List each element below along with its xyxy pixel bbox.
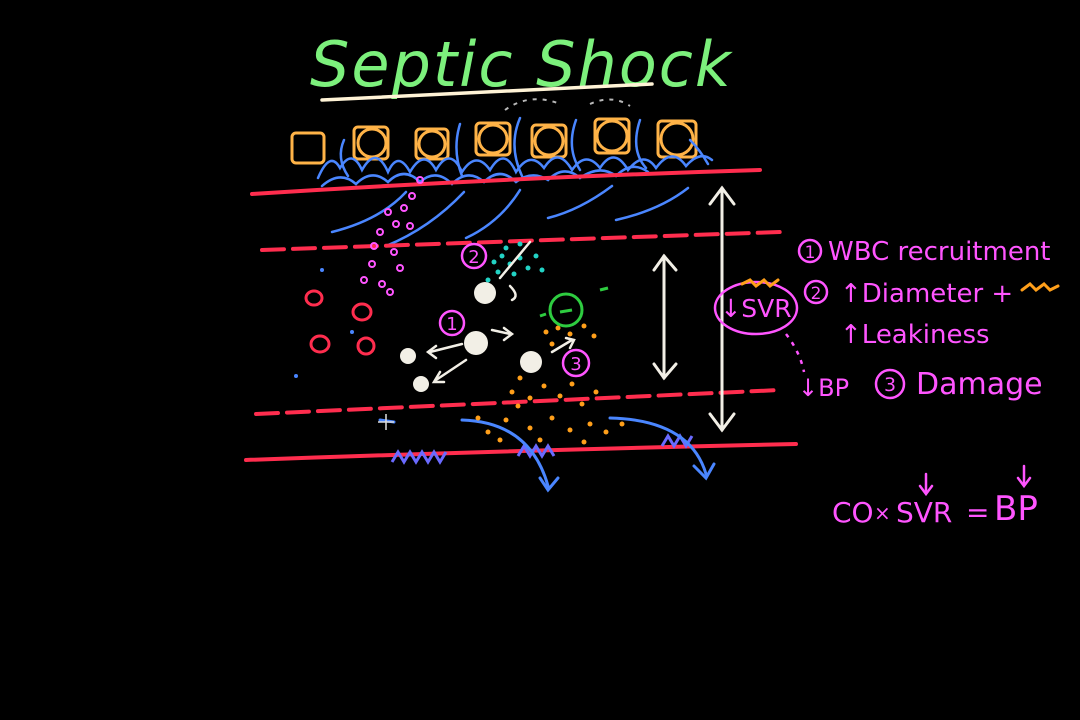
tissue-cell-nucleus <box>595 119 629 153</box>
equation-svr: SVR <box>896 496 952 529</box>
svg-text:3: 3 <box>570 354 581 375</box>
tissue-cell-nucleus <box>533 125 565 157</box>
sketch-loop <box>504 98 631 111</box>
tissue-cell <box>414 127 450 161</box>
tissue-cell-nucleus <box>356 127 388 159</box>
tissue-cell <box>290 131 326 165</box>
bp-equation: CO × SVR = BP <box>832 464 1038 529</box>
svg-text:WBC recruitment: WBC recruitment <box>828 237 1051 267</box>
tissue-cell-nucleus <box>477 123 509 155</box>
svg-text:1: 1 <box>446 314 457 335</box>
equation-down-arrows <box>918 464 1032 497</box>
nerve-lines <box>316 116 714 248</box>
svg-text:2: 2 <box>468 247 479 268</box>
inner-wall-bottom <box>254 388 782 416</box>
notes-list: 1 WBC recruitment 2 ↑Diameter + ↑Leakine… <box>797 237 1051 402</box>
marker-3: 3 <box>561 348 591 378</box>
marker-2: 2 <box>460 242 488 270</box>
inner-wall-top <box>260 230 782 252</box>
svg-text:Damage: Damage <box>916 367 1043 402</box>
bp-down-note: ↓BP <box>798 374 849 402</box>
white-blood-cells <box>400 282 542 392</box>
svg-text:1: 1 <box>805 243 816 263</box>
leak-arrows <box>378 416 716 493</box>
tissue-cell-nucleus <box>659 121 695 157</box>
svg-text:2: 2 <box>811 284 822 304</box>
tissue-cell <box>593 117 631 155</box>
cytokine-dots-teal <box>485 241 545 283</box>
svg-text:3: 3 <box>884 374 896 396</box>
tissue-cell <box>474 121 512 157</box>
svg-text:↑Diameter +: ↑Diameter + <box>840 279 1013 309</box>
tissue-cells <box>290 117 698 165</box>
note-item-leakiness: ↑Leakiness <box>840 320 990 350</box>
note-item-2: 2 ↑Diameter + <box>803 279 1013 309</box>
note-item-3: 3 Damage <box>874 367 1043 402</box>
tissue-cell-nucleus <box>417 129 447 159</box>
note-item-1: 1 WBC recruitment <box>797 237 1051 267</box>
orange-dot-marks <box>740 278 1060 292</box>
vessel-diameter-arrows <box>652 185 736 433</box>
leak-dots <box>475 323 625 445</box>
blue-specks <box>294 268 354 378</box>
outer-wall-top <box>250 168 762 196</box>
svg-text:↑Leakiness: ↑Leakiness <box>840 320 990 350</box>
cursor-crosshair <box>378 414 394 430</box>
svr-callout: ↓SVR <box>713 280 806 373</box>
equation-bp: BP <box>994 489 1038 529</box>
svg-text:↓SVR: ↓SVR <box>720 294 791 323</box>
movement-arrows <box>425 240 576 384</box>
cytokine-dots-magenta <box>360 176 424 296</box>
title-underline <box>320 82 654 102</box>
equation-times: × <box>874 501 891 525</box>
equation-equals: = <box>966 496 989 529</box>
green-cell <box>539 286 609 328</box>
tissue-cell <box>530 123 568 159</box>
equation-co: CO <box>832 496 874 529</box>
marker-1: 1 <box>438 309 466 337</box>
red-blood-cells <box>304 289 376 356</box>
